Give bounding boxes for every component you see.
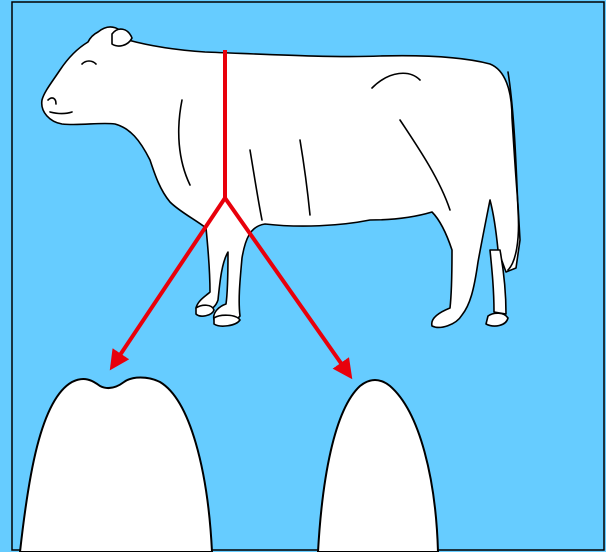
cow-eye	[81, 60, 97, 65]
cow-ear	[111, 28, 133, 47]
cow-muzzle	[47, 97, 57, 105]
cow-body	[40, 26, 521, 329]
cow-hoof-front-1	[195, 304, 215, 317]
cow-mouth	[49, 111, 73, 115]
notched-shape-left	[18, 376, 214, 552]
cow-hind-leg	[489, 249, 507, 315]
cow-thigh-line	[399, 119, 451, 211]
cow-shoulder-line	[177, 99, 191, 186]
cow-belly-line	[249, 149, 263, 221]
cow-rib-line	[299, 139, 311, 216]
cow-hoof-front-2	[213, 314, 241, 327]
cow-hoof-hind	[485, 312, 509, 327]
background-border	[11, 1, 605, 551]
cow-hip-line	[371, 72, 421, 89]
cow-tail	[507, 71, 520, 271]
arrow-right	[223, 196, 353, 380]
cow-illustration	[40, 26, 521, 329]
arrow-left	[109, 196, 227, 371]
rounded-shape-right	[316, 379, 440, 552]
